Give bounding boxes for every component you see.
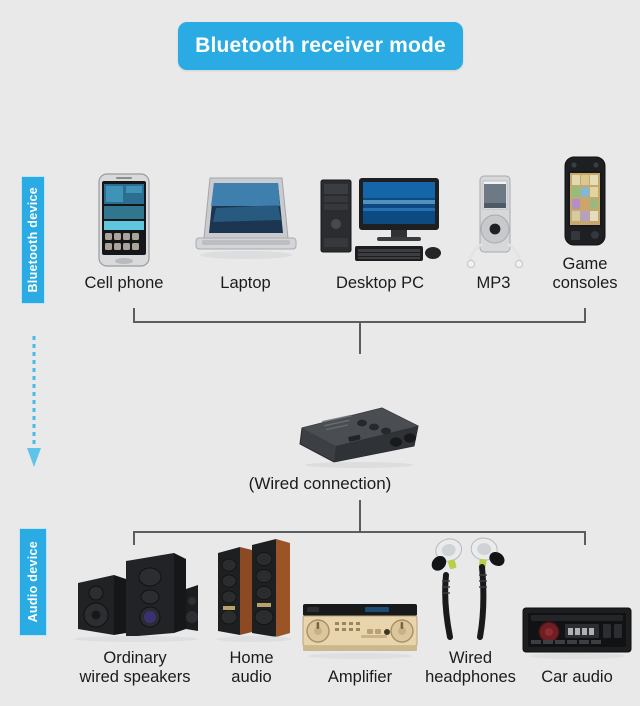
device-label: MP3 <box>476 273 511 292</box>
bluetooth-device-row: Cell phone Laptop <box>72 156 628 292</box>
page-title: Bluetooth receiver mode <box>178 22 463 70</box>
section-label-bluetooth-device-text: Bluetooth device <box>26 187 40 293</box>
device-label: Ordinary wired speakers <box>79 649 191 686</box>
device-label: Laptop <box>220 273 271 292</box>
bluetooth-receiver-device[interactable] <box>296 398 422 473</box>
device-label: Amplifier <box>327 667 393 686</box>
flow-arrow-down-icon <box>27 336 41 467</box>
device-label: Home audio <box>229 649 274 686</box>
device-label: Wired headphones <box>425 649 516 686</box>
device-wired-headphones[interactable]: Wired headphones <box>423 529 519 686</box>
device-mp3[interactable]: MP3 <box>461 172 527 292</box>
bracket-bluetooth-to-receiver <box>133 308 586 356</box>
bracket-receiver-to-audio <box>133 500 586 546</box>
device-ordinary-wired-speakers[interactable]: Ordinary wired speakers <box>66 543 204 686</box>
device-label: Car audio <box>541 667 613 686</box>
device-cell-phone[interactable]: Cell phone <box>72 172 176 292</box>
laptop-icon <box>195 177 296 259</box>
section-label-bluetooth-device: Bluetooth device <box>21 176 45 304</box>
device-home-audio[interactable]: Home audio <box>206 531 298 686</box>
device-label: Game consoles <box>552 255 618 292</box>
smartphone-icon <box>98 172 150 267</box>
mp3-player-icon <box>466 175 523 268</box>
device-desktop-pc[interactable]: Desktop PC <box>315 172 445 292</box>
device-car-audio[interactable]: Car audio <box>520 604 634 686</box>
handheld-game-console-icon <box>564 156 606 246</box>
desktop-pc-icon <box>320 177 441 261</box>
section-label-audio-device-text: Audio device <box>26 541 40 623</box>
tower-speakers-icon <box>215 539 292 643</box>
earphones-icon <box>431 537 504 641</box>
device-label: Cell phone <box>84 273 164 292</box>
device-amplifier[interactable]: Amplifier <box>299 598 421 686</box>
section-label-audio-device: Audio device <box>19 528 47 636</box>
audio-device-row: Ordinary wired speakers <box>66 536 634 686</box>
device-laptop[interactable]: Laptop <box>192 172 300 292</box>
amplifier-icon <box>302 603 418 659</box>
car-stereo-icon <box>522 607 632 659</box>
device-game-consoles[interactable]: Game consoles <box>542 153 628 292</box>
device-label: Desktop PC <box>335 273 425 292</box>
bluetooth-receiver-icon <box>299 407 419 468</box>
wired-connection-label: (Wired connection) <box>248 474 392 493</box>
multimedia-speakers-icon <box>74 553 198 643</box>
